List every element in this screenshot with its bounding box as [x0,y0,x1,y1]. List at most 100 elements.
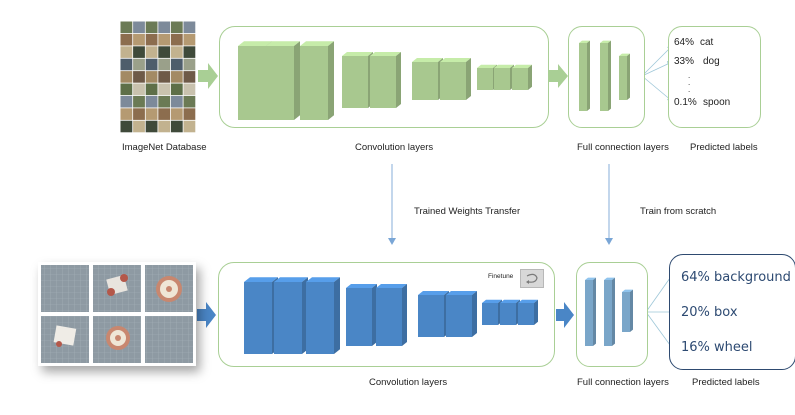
top-fc-bar [579,40,590,111]
bottom-conv-block [244,277,278,354]
bottom-conv-block [306,277,340,354]
top-fc-label: Full connection layers [577,142,669,153]
top-fc-bar [600,40,611,111]
mosaic-thumb [170,71,183,83]
bottom-fc-bar [622,289,633,332]
arrow-images-to-conv [197,302,216,328]
bottom-conv-label: Convolution layers [369,377,448,388]
mosaic-thumb [183,83,196,96]
top-pred-1-name: cat [700,37,714,48]
mosaic-thumb [158,71,171,83]
top-conv-block [266,41,300,121]
mosaic-thumb [170,83,183,96]
finetune-icon [526,273,538,284]
imagenet-mosaic [120,21,196,133]
mosaic-thumb [120,120,133,133]
mosaic-thumb [183,33,196,46]
mosaic-thumb [183,95,196,108]
top-pred-2-name: dog [703,56,720,67]
mosaic-thumb [145,21,158,34]
mosaic-thumb [120,33,133,46]
mosaic-thumb [120,108,133,120]
top-pred-panel [668,26,761,128]
mosaic-thumb [133,71,145,83]
top-conv-block [440,58,471,100]
bottom-conv-block [376,284,407,346]
top-conv-block [512,64,532,90]
top-conv-block [412,58,443,100]
bottom-conv-block [446,291,477,337]
bottom-pred-label: Predicted labels [692,377,760,388]
mosaic-thumb [170,95,183,108]
top-pred-label: Predicted labels [690,142,758,153]
finetune-badge [520,269,544,288]
mosaic-thumb [158,58,171,71]
top-conv-block [300,41,334,121]
arrow-db-to-conv [198,63,218,89]
trained-weights-transfer-label: Trained Weights Transfer [414,206,521,217]
mosaic-thumb [158,21,171,34]
mosaic-thumb [145,71,158,83]
mosaic-thumb [158,108,171,120]
mosaic-thumb [133,108,145,120]
bottom-conv-block [482,299,502,325]
mosaic-thumb [120,21,133,34]
bottom-conv-block [346,284,377,346]
mosaic-thumb [183,58,196,71]
arrow-conv-to-fc-bottom [556,302,574,328]
bottom-fc-bar [604,277,615,346]
top-pred-2-pct: 33% [674,56,695,67]
mosaic-thumb [133,33,145,46]
bottom-pred-1: 64% background [681,270,791,285]
top-conv-block [370,52,401,108]
bottom-pred-panel [669,254,795,370]
top-conv-label: Convolution layers [355,142,434,153]
mosaic-thumb [158,83,171,96]
fc-to-labels-lines-top [641,45,673,102]
arrow-conv-to-fc [549,64,568,88]
bottom-pred-3: 16% wheel [681,340,753,355]
mosaic-thumb [170,33,183,46]
top-pred-1-pct: 64% [674,37,695,48]
fc-to-labels-lines-bottom [645,277,671,346]
mosaic-thumb [145,95,158,108]
bottom-conv-block [518,299,538,325]
mosaic-thumb [158,46,171,58]
mosaic-thumb [133,120,145,133]
bottom-conv-block [418,291,449,337]
mosaic-thumb [120,83,133,96]
mosaic-thumb [133,46,145,58]
mosaic-thumb [145,46,158,58]
top-pred-3-pct: 0.1% [674,97,697,108]
mosaic-thumb [133,58,145,71]
top-pred-3-name: spoon [703,97,731,108]
imagenet-database-label: ImageNet Database [122,142,207,153]
mosaic-thumb [120,95,133,108]
mosaic-thumb [183,46,196,58]
imagenet-mosaic-graphic [120,21,196,133]
bottom-conv-block [274,277,308,354]
top-pred-ellipsis: . . . [688,71,691,94]
mosaic-thumb [120,71,133,83]
mosaic-thumb [170,46,183,58]
mosaic-thumb [120,46,133,58]
mosaic-thumb [158,33,171,46]
custom-dataset-graphic [41,265,193,363]
mosaic-thumb [170,108,183,120]
mosaic-thumb [170,21,183,34]
mosaic-thumb [183,108,196,120]
mosaic-thumb [133,95,145,108]
mosaic-thumb [183,120,196,133]
transfer-arrowhead [388,238,396,245]
finetune-label: Finetune [488,273,514,280]
mosaic-thumb [145,83,158,96]
mosaic-thumb [133,21,145,34]
scratch-arrowhead [605,238,613,245]
mosaic-thumb [133,83,145,96]
mosaic-thumb [145,58,158,71]
bottom-conv-block [500,299,520,325]
bottom-pred-2: 20% box [681,305,738,320]
mosaic-thumb [183,71,196,83]
mosaic-thumb [170,120,183,133]
